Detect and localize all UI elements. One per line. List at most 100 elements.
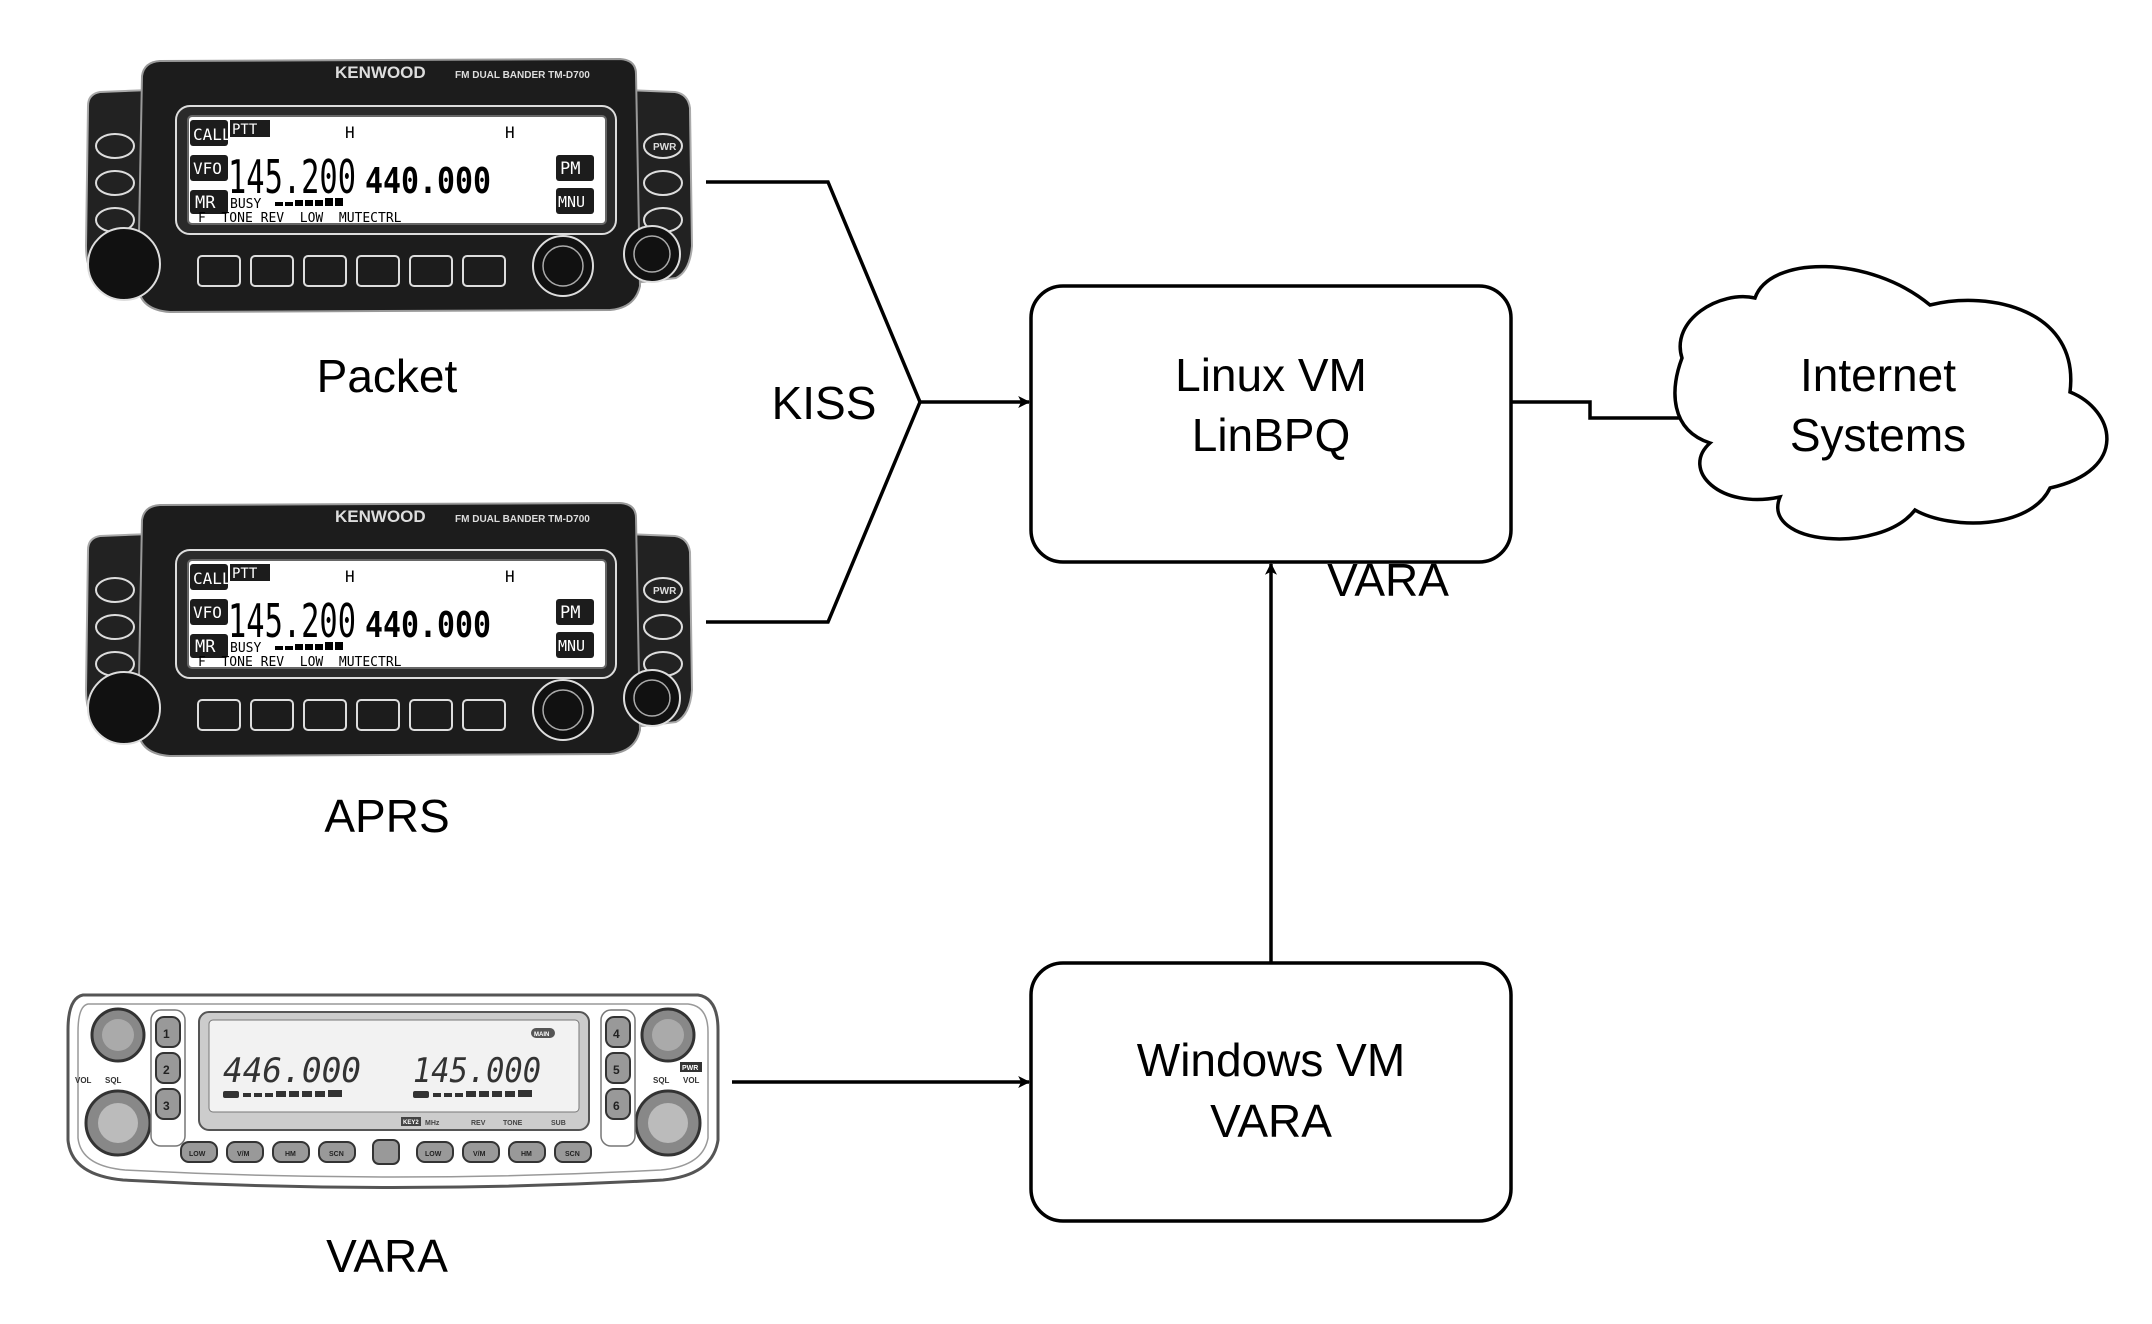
key-label: HM (285, 1151, 296, 1158)
knob-label: VOL (75, 1076, 92, 1085)
tuning-knob (87, 671, 161, 745)
lcd-freq-right: 440.000 (365, 161, 491, 202)
lcd-function-row: F TONE REV LOW MUTECTRL (198, 211, 402, 226)
lcd-h-mark: H (505, 123, 515, 142)
signal-meter (275, 198, 343, 206)
lcd-freq-right: 440.000 (365, 605, 491, 646)
pwr-label: PWR (682, 1065, 698, 1072)
volume-knob (532, 679, 594, 741)
number-key-label: 1 (163, 1027, 170, 1041)
radio-brand: KENWOOD (335, 507, 426, 526)
node-windows-vm-line2: VARA (1210, 1095, 1332, 1147)
soft-keys (197, 699, 506, 731)
number-key-label: 5 (613, 1063, 620, 1077)
lcd-key-call: CALL (193, 569, 232, 588)
main-badge: MAIN (534, 1032, 549, 1038)
node-internet-line2: Systems (1790, 409, 1966, 461)
side-button (643, 614, 683, 640)
status-mhz: MHz (425, 1120, 440, 1127)
lcd-function-row: F TONE REV LOW MUTECTRL (198, 655, 402, 670)
key-label: LOW (189, 1151, 206, 1158)
lcd-h-mark: H (345, 567, 355, 586)
lcd-freq-left: 446.000 (223, 1051, 361, 1091)
node-linux-vm-line1: Linux VM (1175, 349, 1367, 401)
number-key-label: 6 (613, 1099, 620, 1113)
status-rev: REV (471, 1120, 486, 1127)
radio-aprs: KENWOOD FM DUAL BANDER TM-D700 PWR CALL … (85, 502, 693, 757)
lcd-key-mr: MR (195, 193, 216, 213)
key-label: LOW (425, 1151, 442, 1158)
number-key (155, 1016, 181, 1048)
number-key (605, 1016, 631, 1048)
lcd-ptt: PTT (232, 566, 258, 582)
lcd-busy: BUSY (230, 197, 261, 212)
node-internet-systems: Internet Systems (1673, 264, 2109, 541)
node-linux-vm: Linux VM LinBPQ (1029, 284, 1513, 564)
lcd-h-mark: H (505, 567, 515, 586)
side-button (95, 614, 135, 640)
key-label: HM (521, 1151, 532, 1158)
key-label: SCN (329, 1151, 344, 1158)
connector-packet (706, 180, 922, 403)
caption-aprs: APRS (324, 790, 449, 842)
radio-vara: VOL SQL SQL VOL PWR 1 2 3 4 5 6 MAIN 446… (66, 993, 720, 1189)
node-linux-vm-line2: LinBPQ (1192, 409, 1351, 461)
node-windows-vm: Windows VM VARA (1029, 961, 1513, 1223)
lcd-key-call: CALL (193, 125, 232, 144)
arrow-linux-to-internet (1512, 400, 1713, 424)
number-key (605, 1088, 631, 1120)
lcd-freq-right: 145.000 (413, 1051, 541, 1091)
node-windows-vm-line1: Windows VM (1137, 1034, 1405, 1086)
radio-model: FM DUAL BANDER TM-D700 (455, 514, 590, 525)
number-key-label: 2 (163, 1063, 170, 1077)
knob-label: VOL (683, 1076, 700, 1085)
side-button (643, 170, 683, 196)
lcd-key-pm: PM (560, 603, 580, 623)
lcd-key-pm: PM (560, 159, 580, 179)
caption-vara: VARA (326, 1230, 448, 1282)
key-label: V/M (237, 1151, 250, 1158)
lcd-key-mnu: MNU (558, 193, 585, 211)
number-key (155, 1088, 181, 1120)
bottom-keys: LOW V/M HM SCN LOW V/M HM SCN (180, 1139, 592, 1165)
edge-label-kiss: KISS (772, 377, 877, 429)
lcd-key-vfo: VFO (193, 603, 222, 622)
signal-meter (223, 1090, 342, 1098)
lcd-key-vfo: VFO (193, 159, 222, 178)
tuning-knob (87, 227, 161, 301)
number-key (605, 1052, 631, 1084)
cloud-icon (1673, 264, 2109, 541)
soft-keys (197, 255, 506, 287)
side-button (95, 577, 135, 603)
number-key-label: 3 (163, 1099, 170, 1113)
volume-knob (532, 235, 594, 297)
key-label: V/M (473, 1151, 486, 1158)
lcd-freq-left: 145.200 (228, 150, 356, 204)
signal-meter (413, 1090, 532, 1098)
lcd-key-mr: MR (195, 637, 216, 657)
lcd-freq-left: 145.200 (228, 594, 356, 648)
lcd-busy: BUSY (230, 641, 261, 656)
radio-model: FM DUAL BANDER TM-D700 (455, 70, 590, 81)
knob-label: SQL (105, 1076, 122, 1085)
side-button (95, 133, 135, 159)
status-key2: KEY2 (403, 1120, 419, 1126)
number-key-label: 4 (613, 1027, 620, 1041)
status-tone: TONE (503, 1120, 523, 1127)
node-internet-line1: Internet (1800, 349, 1956, 401)
pwr-label: PWR (653, 586, 677, 597)
radio-brand: KENWOOD (335, 63, 426, 82)
caption-packet: Packet (317, 350, 458, 402)
lcd-ptt: PTT (232, 122, 258, 138)
volume-knob (623, 225, 681, 283)
power-button (643, 133, 683, 159)
key-label: SCN (565, 1151, 580, 1158)
signal-meter (275, 642, 343, 650)
status-sub: SUB (551, 1120, 566, 1127)
volume-knob (623, 669, 681, 727)
side-button (95, 170, 135, 196)
knob-label: SQL (653, 1076, 670, 1085)
lcd-key-mnu: MNU (558, 637, 585, 655)
power-button (643, 577, 683, 603)
